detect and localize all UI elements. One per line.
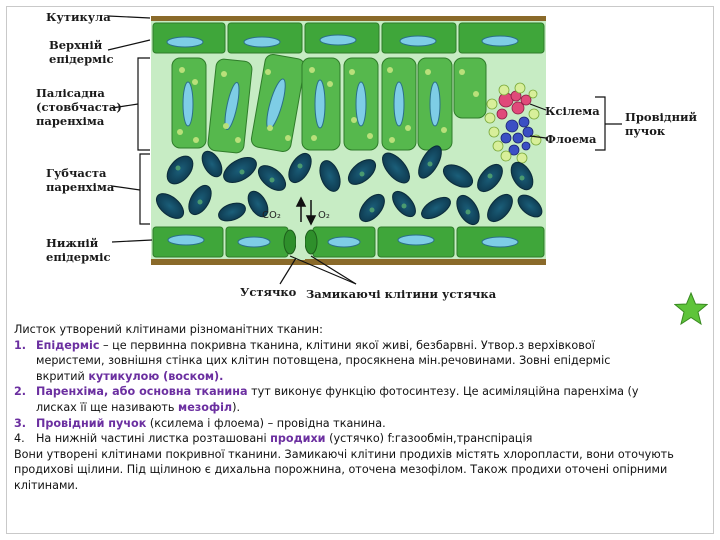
description-text: Листок утворений клітинами різноманітних… — [14, 322, 694, 494]
slide-frame — [6, 6, 714, 534]
label-phloem: Флоема — [545, 132, 597, 146]
item-1: 1.Епідерміс – це первинна покривна ткани… — [14, 338, 595, 352]
label-upper-epidermis: Верхній епідерміс — [49, 38, 114, 66]
label-cuticle: Кутикула — [46, 10, 111, 24]
gas-exchange-arrows — [295, 196, 317, 226]
intro-line: Листок утворений клітинами різноманітних… — [14, 323, 323, 336]
item-1-cont2: вкритий кутикулою (воском). — [36, 369, 224, 383]
o2-text: O₂ — [318, 210, 330, 221]
label-brackets — [107, 15, 622, 285]
label-lower-epidermis: Нижній епідерміс — [46, 236, 111, 264]
guard-cells — [283, 229, 318, 255]
item-2: 2.Паренхіма, або основна тканина тут вик… — [14, 385, 639, 399]
item-2-cont: лисках її ще називають мезофіл). — [36, 400, 241, 414]
stoma-opening — [296, 228, 305, 260]
label-xylem: Ксілема — [545, 104, 600, 118]
label-vascular-bundle: Провідний пучок — [625, 110, 698, 138]
cuticle-bottom — [151, 259, 546, 265]
vascular-bundle — [484, 82, 542, 164]
leaf-cross-section-diagram: CO₂ O₂ — [107, 15, 622, 285]
cuticle-top — [151, 16, 546, 21]
star-icon — [674, 292, 708, 326]
label-guard-cells: Замикаючі клітини устячка — [306, 287, 497, 301]
label-stoma: Устячко — [240, 285, 297, 299]
paragraph-closing: Вони утворені клітинами покривної тканин… — [14, 447, 674, 492]
label-spongy: Губчаста паренхіма — [46, 166, 115, 194]
item-3: 3.Провідний пучок (ксилема і флоема) – п… — [14, 416, 386, 430]
co2-text: CO₂ — [262, 210, 281, 221]
item-4: 4.На нижній частині листка розташовані п… — [14, 432, 533, 446]
label-palisade: Палісадна (стовбчаста) паренхіма — [36, 86, 122, 128]
item-1-cont: меристеми, зовнішня стінка цих клітин по… — [36, 354, 611, 368]
